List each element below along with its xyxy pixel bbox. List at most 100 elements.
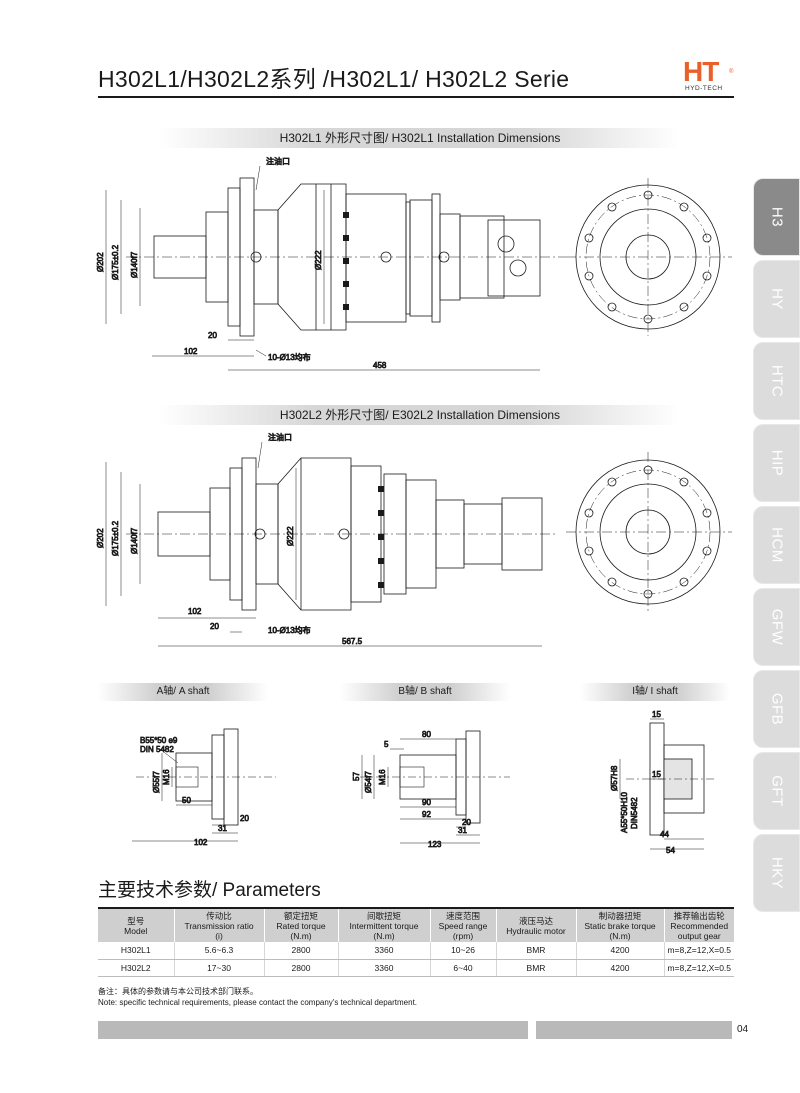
side-tab-label: HCM [768, 527, 785, 563]
b-shaft-diagram: 80 5 57 Ø54f7 M16 90 92 20 31 123 [352, 730, 510, 849]
dim-458: 458 [373, 361, 387, 370]
table-cell: 3360 [338, 942, 431, 960]
a-shaft-diagram: B55*50 e9 DIN 5482 Ø55f7 M16 50 20 31 10… [132, 728, 276, 847]
dim-175: Ø175±0.2 [111, 244, 120, 280]
side-tab-gfb[interactable]: GFB [753, 670, 800, 748]
b-d92: 92 [422, 810, 431, 819]
b-d20: 20 [462, 818, 471, 827]
dim-222: Ø222 [314, 250, 323, 270]
table-cell: 3360 [338, 959, 431, 977]
table-cell: 4200 [576, 959, 665, 977]
table-row: H302L2 17~30 2800 3360 6~40 BMR 4200 m=8… [98, 959, 734, 977]
holes-label-2: 10-Ø13均布 [268, 625, 311, 635]
a-shaft-title: A轴/ A shaft [98, 683, 268, 701]
side-tab-h3[interactable]: H3 [753, 178, 800, 256]
a-d31: 31 [218, 824, 227, 833]
side-tab-label: GFT [768, 775, 785, 807]
dim-20: 20 [208, 331, 217, 340]
side-tab-hcm[interactable]: HCM [753, 506, 800, 584]
dim-140-2: Ø140f7 [130, 527, 139, 554]
side-tab-label: HTC [768, 364, 785, 398]
i-d15b: 15 [652, 770, 661, 779]
a-spline-label: B55*50 e9 [140, 736, 178, 745]
title-rule [98, 96, 734, 98]
table-cell: BMR [496, 942, 577, 960]
oil-port-label: 注油口 [266, 156, 290, 166]
side-tab-gft[interactable]: GFT [753, 752, 800, 830]
notes: 备注：具体的参数请与本公司技术部门联系。 Note: specific tech… [98, 986, 417, 1008]
dim-567: 567.5 [342, 637, 363, 646]
a-din-label: DIN 5482 [140, 745, 174, 754]
i-d57: Ø57H8 [610, 765, 619, 791]
b-d5: 5 [384, 740, 389, 749]
b-d80: 80 [422, 730, 431, 739]
b-d123: 123 [428, 840, 442, 849]
params-title: 主要技术参数/ Parameters [98, 880, 321, 901]
table-cell: m=8,Z=12,X=0.5 [664, 942, 734, 960]
drawing2-title: H302L2 外形尺寸图/ E302L2 Installation Dimens… [160, 405, 680, 425]
a-m16: M16 [162, 769, 171, 785]
i-din: DIN5482 [630, 797, 639, 829]
logo-subtitle: HYD-TECH [685, 85, 723, 92]
b-d54: Ø54f7 [364, 771, 373, 793]
side-tab-gfw[interactable]: GFW [753, 588, 800, 666]
a-d20: 20 [240, 814, 249, 823]
b-shaft-title: B轴/ B shaft [340, 683, 510, 701]
b-m16: M16 [378, 769, 387, 785]
side-tab-hy[interactable]: HY [753, 260, 800, 338]
dim-222-2: Ø222 [286, 526, 295, 546]
side-tab-hip[interactable]: HIP [753, 424, 800, 502]
i-spline: A55*50H10 [620, 792, 629, 833]
dim-20-2: 20 [210, 622, 219, 631]
note-en: Note: specific technical requirements, p… [98, 998, 418, 1007]
side-tab-label: GFW [768, 608, 785, 646]
table-cell: BMR [496, 959, 577, 977]
a-d55: Ø55f7 [152, 771, 161, 793]
side-tab-htc[interactable]: HTC [753, 342, 800, 420]
table-cell: 2800 [264, 959, 339, 977]
logo-mark: HT [683, 56, 719, 87]
dim-102: 102 [184, 347, 198, 356]
table-cell: 5.6~6.3 [174, 942, 265, 960]
side-tab-label: HIP [768, 449, 785, 477]
oil-port-label-2: 注油口 [268, 432, 292, 442]
page-title: H302L1/H302L2系列 /H302L1/ H302L2 Serie [98, 66, 570, 92]
dim-102-2: 102 [188, 607, 202, 616]
i-d15a: 15 [652, 710, 661, 719]
side-tab-label: H3 [768, 206, 785, 228]
drawing2-diagram: 注油口 Ø202 Ø175±0.2 Ø140f7 Ø222 102 20 10-… [96, 432, 732, 646]
side-tab-label: GFB [768, 692, 785, 726]
note-cn: 备注：具体的参数请与本公司技术部门联系。 [98, 987, 258, 996]
table-cell: m=8,Z=12,X=0.5 [664, 959, 734, 977]
brand-logo: HT ® HYD-TECH [683, 56, 735, 96]
dim-175-2: Ø175±0.2 [111, 520, 120, 556]
table-row: H302L1 5.6~6.3 2800 3360 10~26 BMR 4200 … [98, 942, 734, 960]
i-d54: 54 [666, 846, 675, 855]
holes-label: 10-Ø13均布 [268, 352, 311, 362]
b-d57: 57 [352, 772, 361, 781]
table-cell: 4200 [576, 942, 665, 960]
side-tab-label: HY [768, 288, 785, 310]
page-number: 04 [737, 1024, 749, 1035]
dim-140: Ø140f7 [130, 251, 139, 278]
table-cell: 2800 [264, 942, 339, 960]
table-cell: 17~30 [174, 959, 265, 977]
i-d44: 44 [660, 830, 669, 839]
table-cell: H302L1 [98, 942, 175, 960]
dim-202: Ø202 [96, 252, 105, 272]
registered-mark: ® [729, 69, 734, 75]
drawing1-title: H302L1 外形尺寸图/ H302L1 Installation Dimens… [160, 128, 680, 148]
b-d90: 90 [422, 798, 431, 807]
table-cell: 6~40 [430, 959, 497, 977]
side-tab-hky[interactable]: HKY [753, 834, 800, 912]
dim-202-2: Ø202 [96, 528, 105, 548]
